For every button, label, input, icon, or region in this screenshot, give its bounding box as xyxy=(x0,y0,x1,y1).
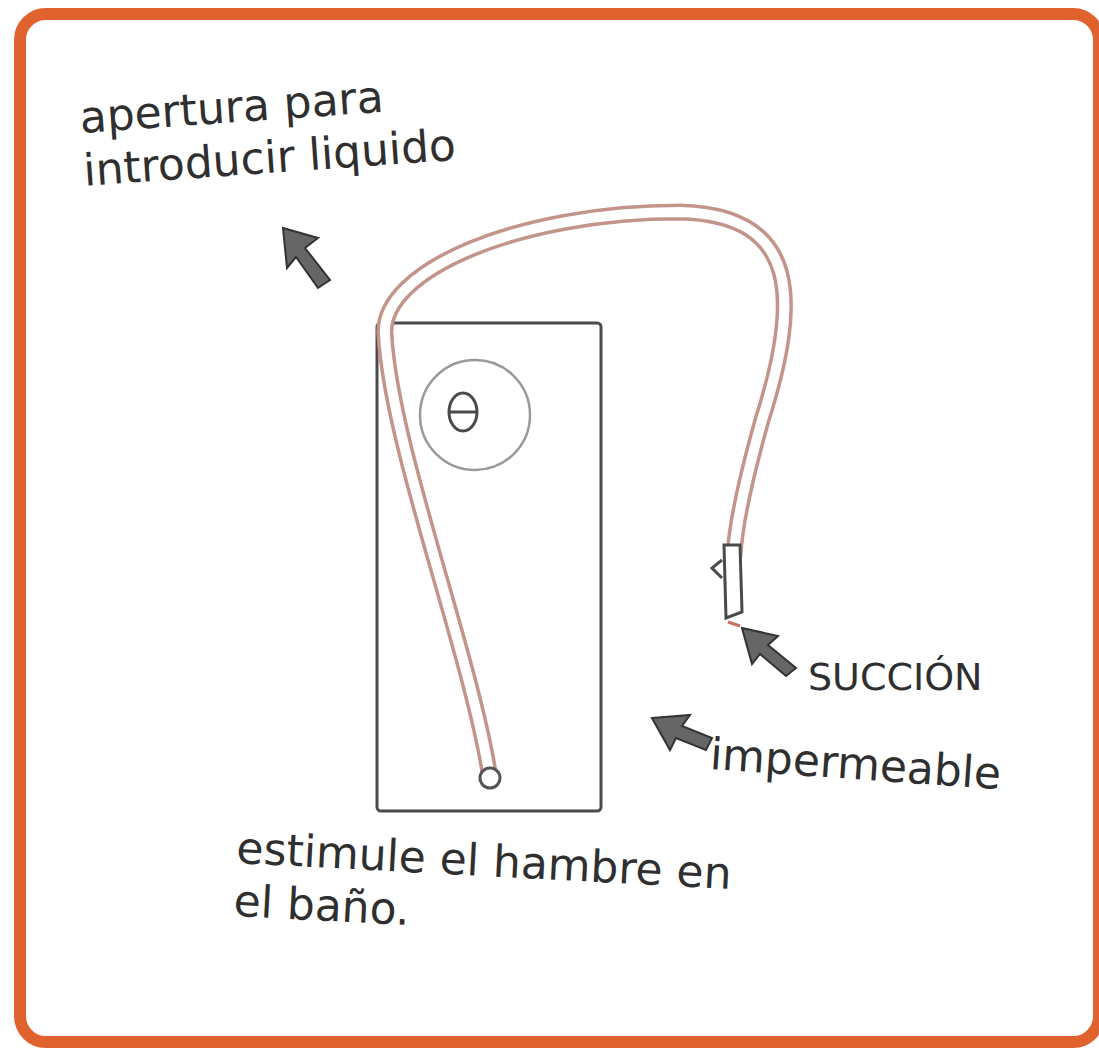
nozzle-tip xyxy=(728,622,740,626)
frame xyxy=(20,14,1099,1042)
button-symbol xyxy=(449,393,477,431)
suction-label: SUCCIÓN xyxy=(808,655,1068,701)
suction-nozzle xyxy=(724,545,742,618)
button-symbol-line xyxy=(449,411,477,414)
suction-hook xyxy=(712,560,722,578)
tube-end xyxy=(480,768,500,788)
button-circle xyxy=(420,360,530,470)
pointer-arrow xyxy=(283,228,796,750)
tube-outline xyxy=(385,212,785,778)
tube-inner xyxy=(385,212,785,778)
